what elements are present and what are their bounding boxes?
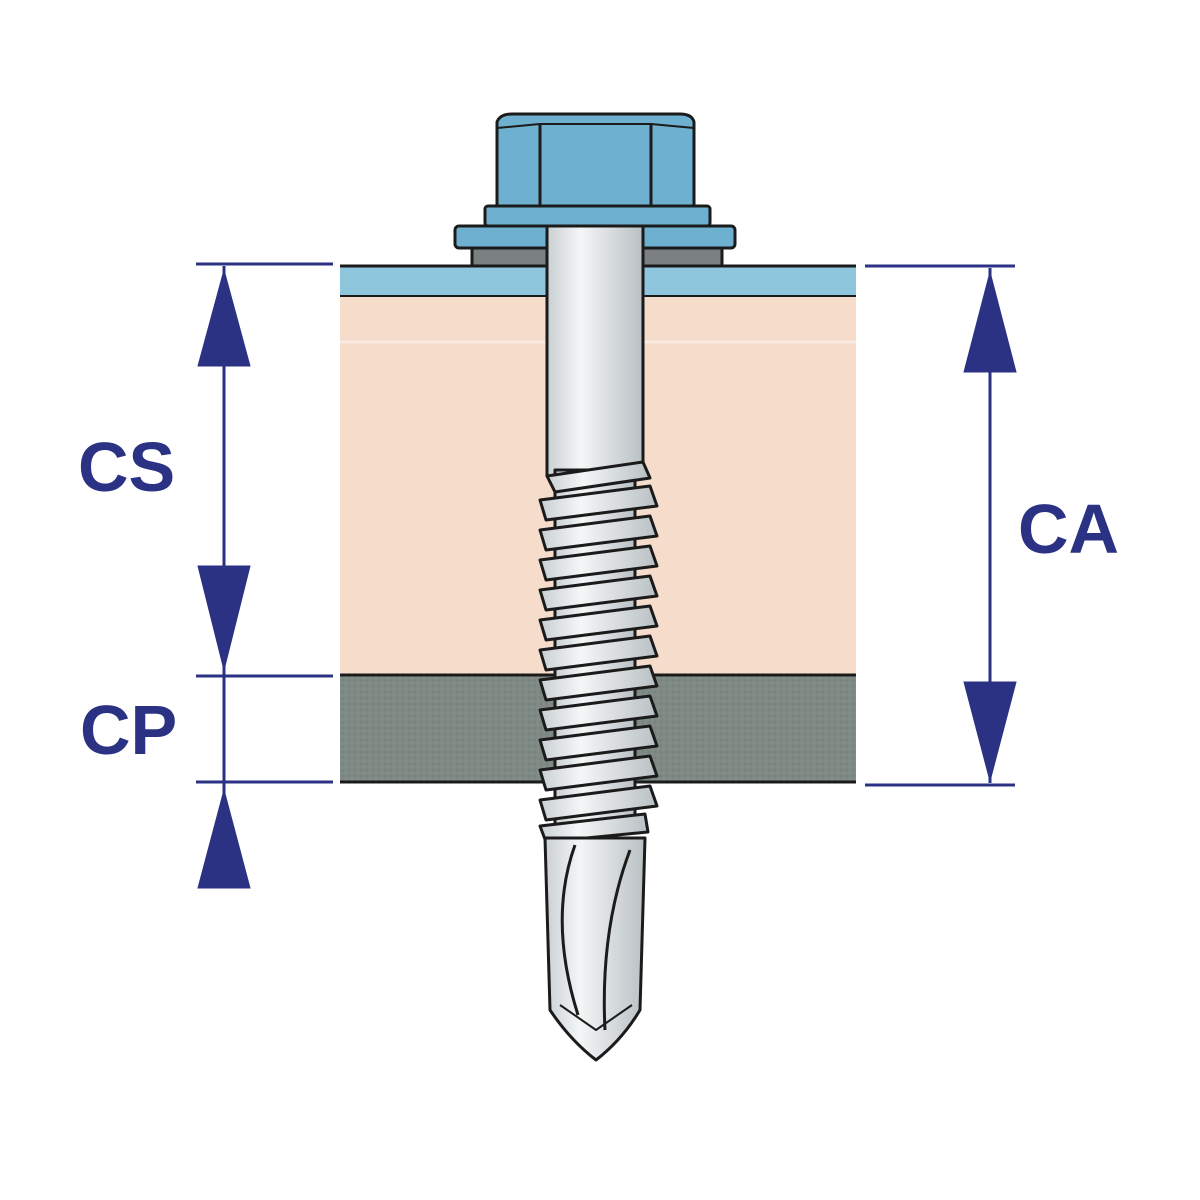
screw-threads — [538, 460, 659, 844]
dimension-arrow-icon — [197, 565, 251, 671]
drill-point — [543, 836, 647, 1062]
cs-label: CS — [78, 428, 176, 506]
hex-head-screw-icon — [453, 112, 737, 1062]
dimension-left — [196, 262, 333, 889]
screw-shank — [545, 224, 645, 478]
cp-label: CP — [80, 691, 178, 769]
dimension-arrow-icon — [963, 681, 1017, 783]
dimension-arrow-icon — [963, 270, 1017, 373]
dimension-right — [865, 264, 1017, 787]
hex-flange — [483, 204, 712, 228]
ca-label: CA — [1018, 490, 1120, 568]
dimension-arrow-icon — [197, 268, 251, 367]
hex-head — [495, 112, 696, 208]
dimension-arrow-icon — [197, 788, 251, 889]
